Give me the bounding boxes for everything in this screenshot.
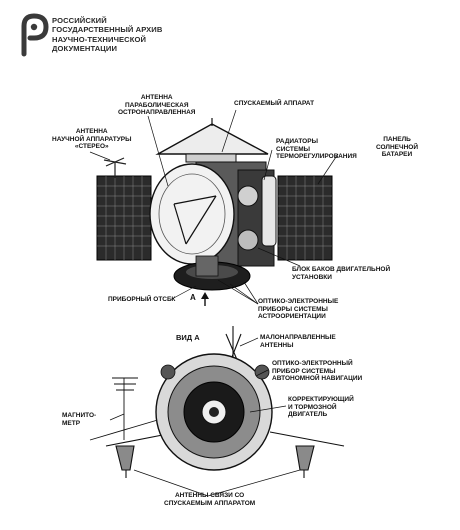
header-line: НАУЧНО-ТЕХНИЧЕСКОЙ [52, 34, 147, 44]
right-solar-panel [277, 175, 333, 261]
header-line: РОССИЙСКИЙ [52, 16, 107, 25]
label-line: МАГНИТО- [62, 412, 97, 419]
label-magnetometer: МАГНИТО- МЕТР [62, 412, 96, 427]
label-solar-panel: ПАНЕЛЬ СОЛНЕЧНОЙ БАТАРЕИ [376, 136, 418, 159]
label-line: ПРИБОРНЫЙ ОТСЕК [108, 296, 176, 303]
label-line: ПРИБОРЫ СИСТЕМЫ [258, 305, 328, 313]
label-stereo-antenna: АНТЕННА НАУЧНОЙ АППАРАТУРЫ «СТЕРЕО» [52, 128, 131, 151]
label-line: НАУЧНОЙ АППАРАТУРЫ [52, 135, 132, 143]
instrument-bay [173, 255, 251, 291]
torus-body [155, 353, 273, 471]
label-line: СПУСКАЕМЫЙ АППАРАТ [234, 100, 315, 107]
label-optical-nav: ОПТИКО-ЭЛЕКТРОННЫЙ ПРИБОР СИСТЕМЫ АВТОНО… [272, 360, 362, 383]
label-descent-module: СПУСКАЕМЫЙ АППАРАТ [234, 100, 314, 108]
label-parabolic-antenna: АНТЕННА ПАРАБОЛИЧЕСКАЯ ОСТРОНАПРАВЛЕННАЯ [118, 94, 195, 117]
label-instrument-bay: ПРИБОРНЫЙ ОТСЕК [108, 296, 175, 304]
label-line: РАДИАТОРЫ [276, 138, 318, 145]
header-line: ДОКУМЕНТАЦИИ [52, 44, 118, 54]
label-arrow-a: A [190, 293, 196, 302]
label-line: АНТЕННА [75, 128, 108, 135]
label-line: ПАНЕЛЬ [383, 136, 411, 143]
label-line: ОПТИКО-ЭЛЕКТРОННЫЕ [258, 298, 339, 305]
comm-antennas-legs [115, 445, 315, 478]
label-view-a: ВИД А [176, 333, 200, 342]
label-line: БЛОК БАКОВ ДВИГАТЕЛЬНОЙ [292, 266, 391, 273]
view-a-arrow [201, 292, 209, 306]
label-line: ОПТИКО-ЭЛЕКТРОННЫЙ [272, 360, 353, 367]
label-line: МЕТР [62, 419, 81, 427]
label-fuel-tanks: БЛОК БАКОВ ДВИГАТЕЛЬНОЙ УСТАНОВКИ [292, 266, 390, 281]
label-line: СИСТЕМЫ [276, 145, 310, 153]
label-line: ОСТРОНАПРАВЛЕННАЯ [118, 109, 196, 117]
label-line: ТЕРМОРЕГУЛИРОВАНИЯ [276, 153, 357, 161]
label-line: ПРИБОР СИСТЕМЫ [272, 367, 336, 375]
label-engine: КОРРЕКТИРУЮЩИЙ И ТОРМОЗНОЙ ДВИГАТЕЛЬ [288, 396, 354, 419]
label-line: КОРРЕКТИРУЮЩИЙ [288, 396, 354, 403]
label-line: АВТОНОМНОЙ НАВИГАЦИИ [272, 375, 363, 383]
label-line: ДВИГАТЕЛЬ [288, 411, 328, 419]
label-comm-antennas: АНТЕННЫ СВЯЗИ СО СПУСКАЕМЫМ АППАРАТОМ [164, 492, 255, 507]
leader-lines-lower [109, 337, 301, 497]
label-line: И ТОРМОЗНОЙ [288, 403, 337, 411]
label-optical-astro: ОПТИКО-ЭЛЕКТРОННЫЕ ПРИБОРЫ СИСТЕМЫ АСТРО… [258, 298, 338, 321]
archive-header: РОССИЙСКИЙ ГОСУДАРСТВЕННЫЙ АРХИВ НАУЧНО-… [52, 16, 162, 54]
label-line: АНТЕННЫ [260, 341, 294, 349]
left-solar-panel [96, 175, 152, 261]
label-line: БАТАРЕИ [381, 151, 413, 159]
label-line: АНТЕННЫ СВЯЗИ СО [174, 492, 245, 499]
label-line: УСТАНОВКИ [292, 273, 332, 281]
stereo-antenna [103, 157, 127, 178]
label-line: СОЛНЕЧНОЙ [376, 143, 419, 151]
label-line: «СТЕРЕО» [74, 143, 109, 151]
label-line: АСТРООРИЕНТАЦИИ [258, 313, 326, 321]
label-line: ПАРАБОЛИЧЕСКАЯ [124, 101, 189, 109]
leader-lines-upper [89, 109, 339, 305]
label-line: АНТЕННА [140, 94, 173, 101]
label-low-gain: МАЛОНАПРАВЛЕННЫЕ АНТЕННЫ [260, 334, 336, 349]
label-radiators: РАДИАТОРЫ СИСТЕМЫ ТЕРМОРЕГУЛИРОВАНИЯ [276, 138, 357, 161]
label-line: МАЛОНАПРАВЛЕННЫЕ [260, 334, 336, 341]
label-line: СПУСКАЕМЫМ АППАРАТОМ [164, 499, 256, 507]
header-line: ГОСУДАРСТВЕННЫЙ АРХИВ [52, 25, 163, 35]
